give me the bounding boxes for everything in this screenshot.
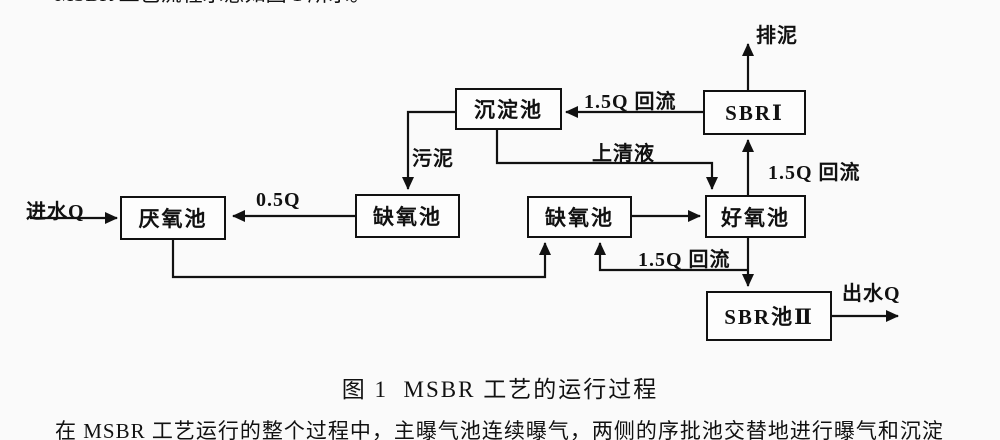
label-influent: 进水Q: [26, 201, 85, 223]
box-sbr2: SBR池Ⅱ: [706, 291, 832, 341]
arrow-aerobic-return-to-anoxic: [594, 242, 748, 272]
label-1.5q-return-mid: 1.5Q 回流: [638, 249, 731, 271]
label-supernatant: 上清液: [592, 143, 655, 165]
box-aerobic-tank: 好氧池: [705, 195, 806, 238]
arrow-supernatant-to-aerobic: [495, 130, 718, 190]
label-0.5q: 0.5Q: [256, 189, 301, 211]
arrow-sludge-to-anoxic-left: [402, 110, 455, 190]
label-effluent: 出水Q: [842, 283, 901, 305]
figure-caption: 图 1 MSBR 工艺的运行过程: [341, 377, 659, 402]
label-1.5q-return-top: 1.5Q 回流: [584, 91, 677, 113]
box-sedimentation-tank: 沉淀池: [455, 88, 562, 130]
clipped-text-top: MSBR 工艺流程示意如图 1 所示。: [55, 0, 371, 5]
label-1.5q-return-right: 1.5Q 回流: [768, 162, 861, 184]
arrow-anaerobic-to-anoxic-center: [171, 240, 551, 279]
label-sludge: 污泥: [412, 148, 454, 170]
box-anoxic-tank-left: 缺氧池: [355, 194, 460, 238]
clipped-text-bottom: 在 MSBR 工艺运行的整个过程中，主曝气池连续曝气，两侧的序批池交替地进行曝气…: [55, 419, 944, 440]
box-anaerobic-tank: 厌氧池: [120, 196, 226, 240]
box-anoxic-tank-center: 缺氧池: [527, 196, 632, 238]
box-sbr1: SBRⅠ: [703, 90, 806, 135]
label-sludge-discharge: 排泥: [756, 25, 798, 47]
